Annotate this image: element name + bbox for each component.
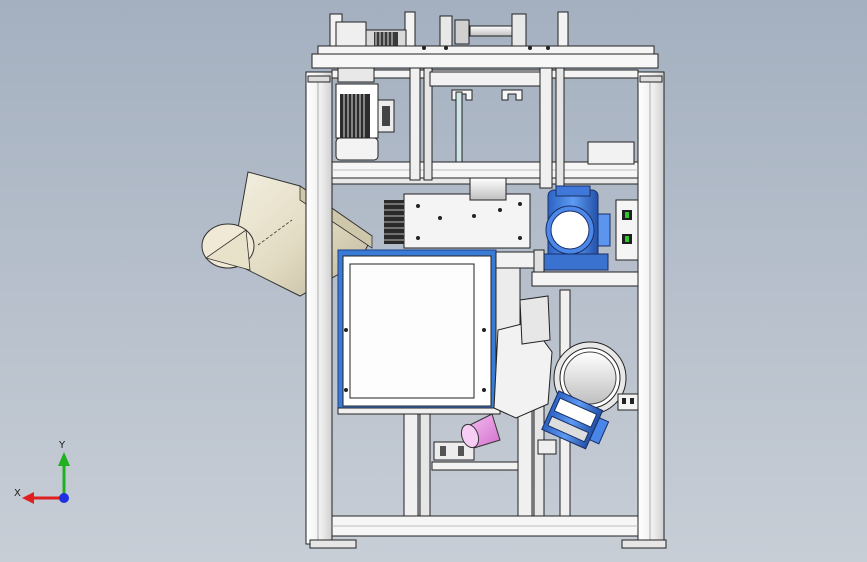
inclined-chute[interactable] [201,171,373,297]
gear-icon [374,32,398,46]
right-frame-post[interactable] [637,71,665,545]
lower-rotary-unit[interactable] [493,295,639,455]
blue-gear-motor-lower[interactable] [541,390,612,453]
y-axis-label: Y [59,440,66,451]
panel-screw [482,328,486,332]
panel-screw [482,388,486,392]
left-foot [309,539,357,549]
x-axis-label: X [14,488,21,499]
central-gearbox[interactable] [384,177,531,249]
drive-motor[interactable] [335,67,395,161]
status-indicator-icon [622,210,632,244]
discharge-outlet[interactable] [458,413,501,450]
motor-cooling-fins [340,94,370,138]
panel-screw [344,328,348,332]
panel-screw [344,388,348,392]
blue-gear-motor-upper[interactable] [531,141,639,287]
top-drive-assembly[interactable] [311,11,659,69]
left-frame-post[interactable] [305,71,333,545]
right-foot [621,539,667,549]
gear-icon [384,200,404,244]
